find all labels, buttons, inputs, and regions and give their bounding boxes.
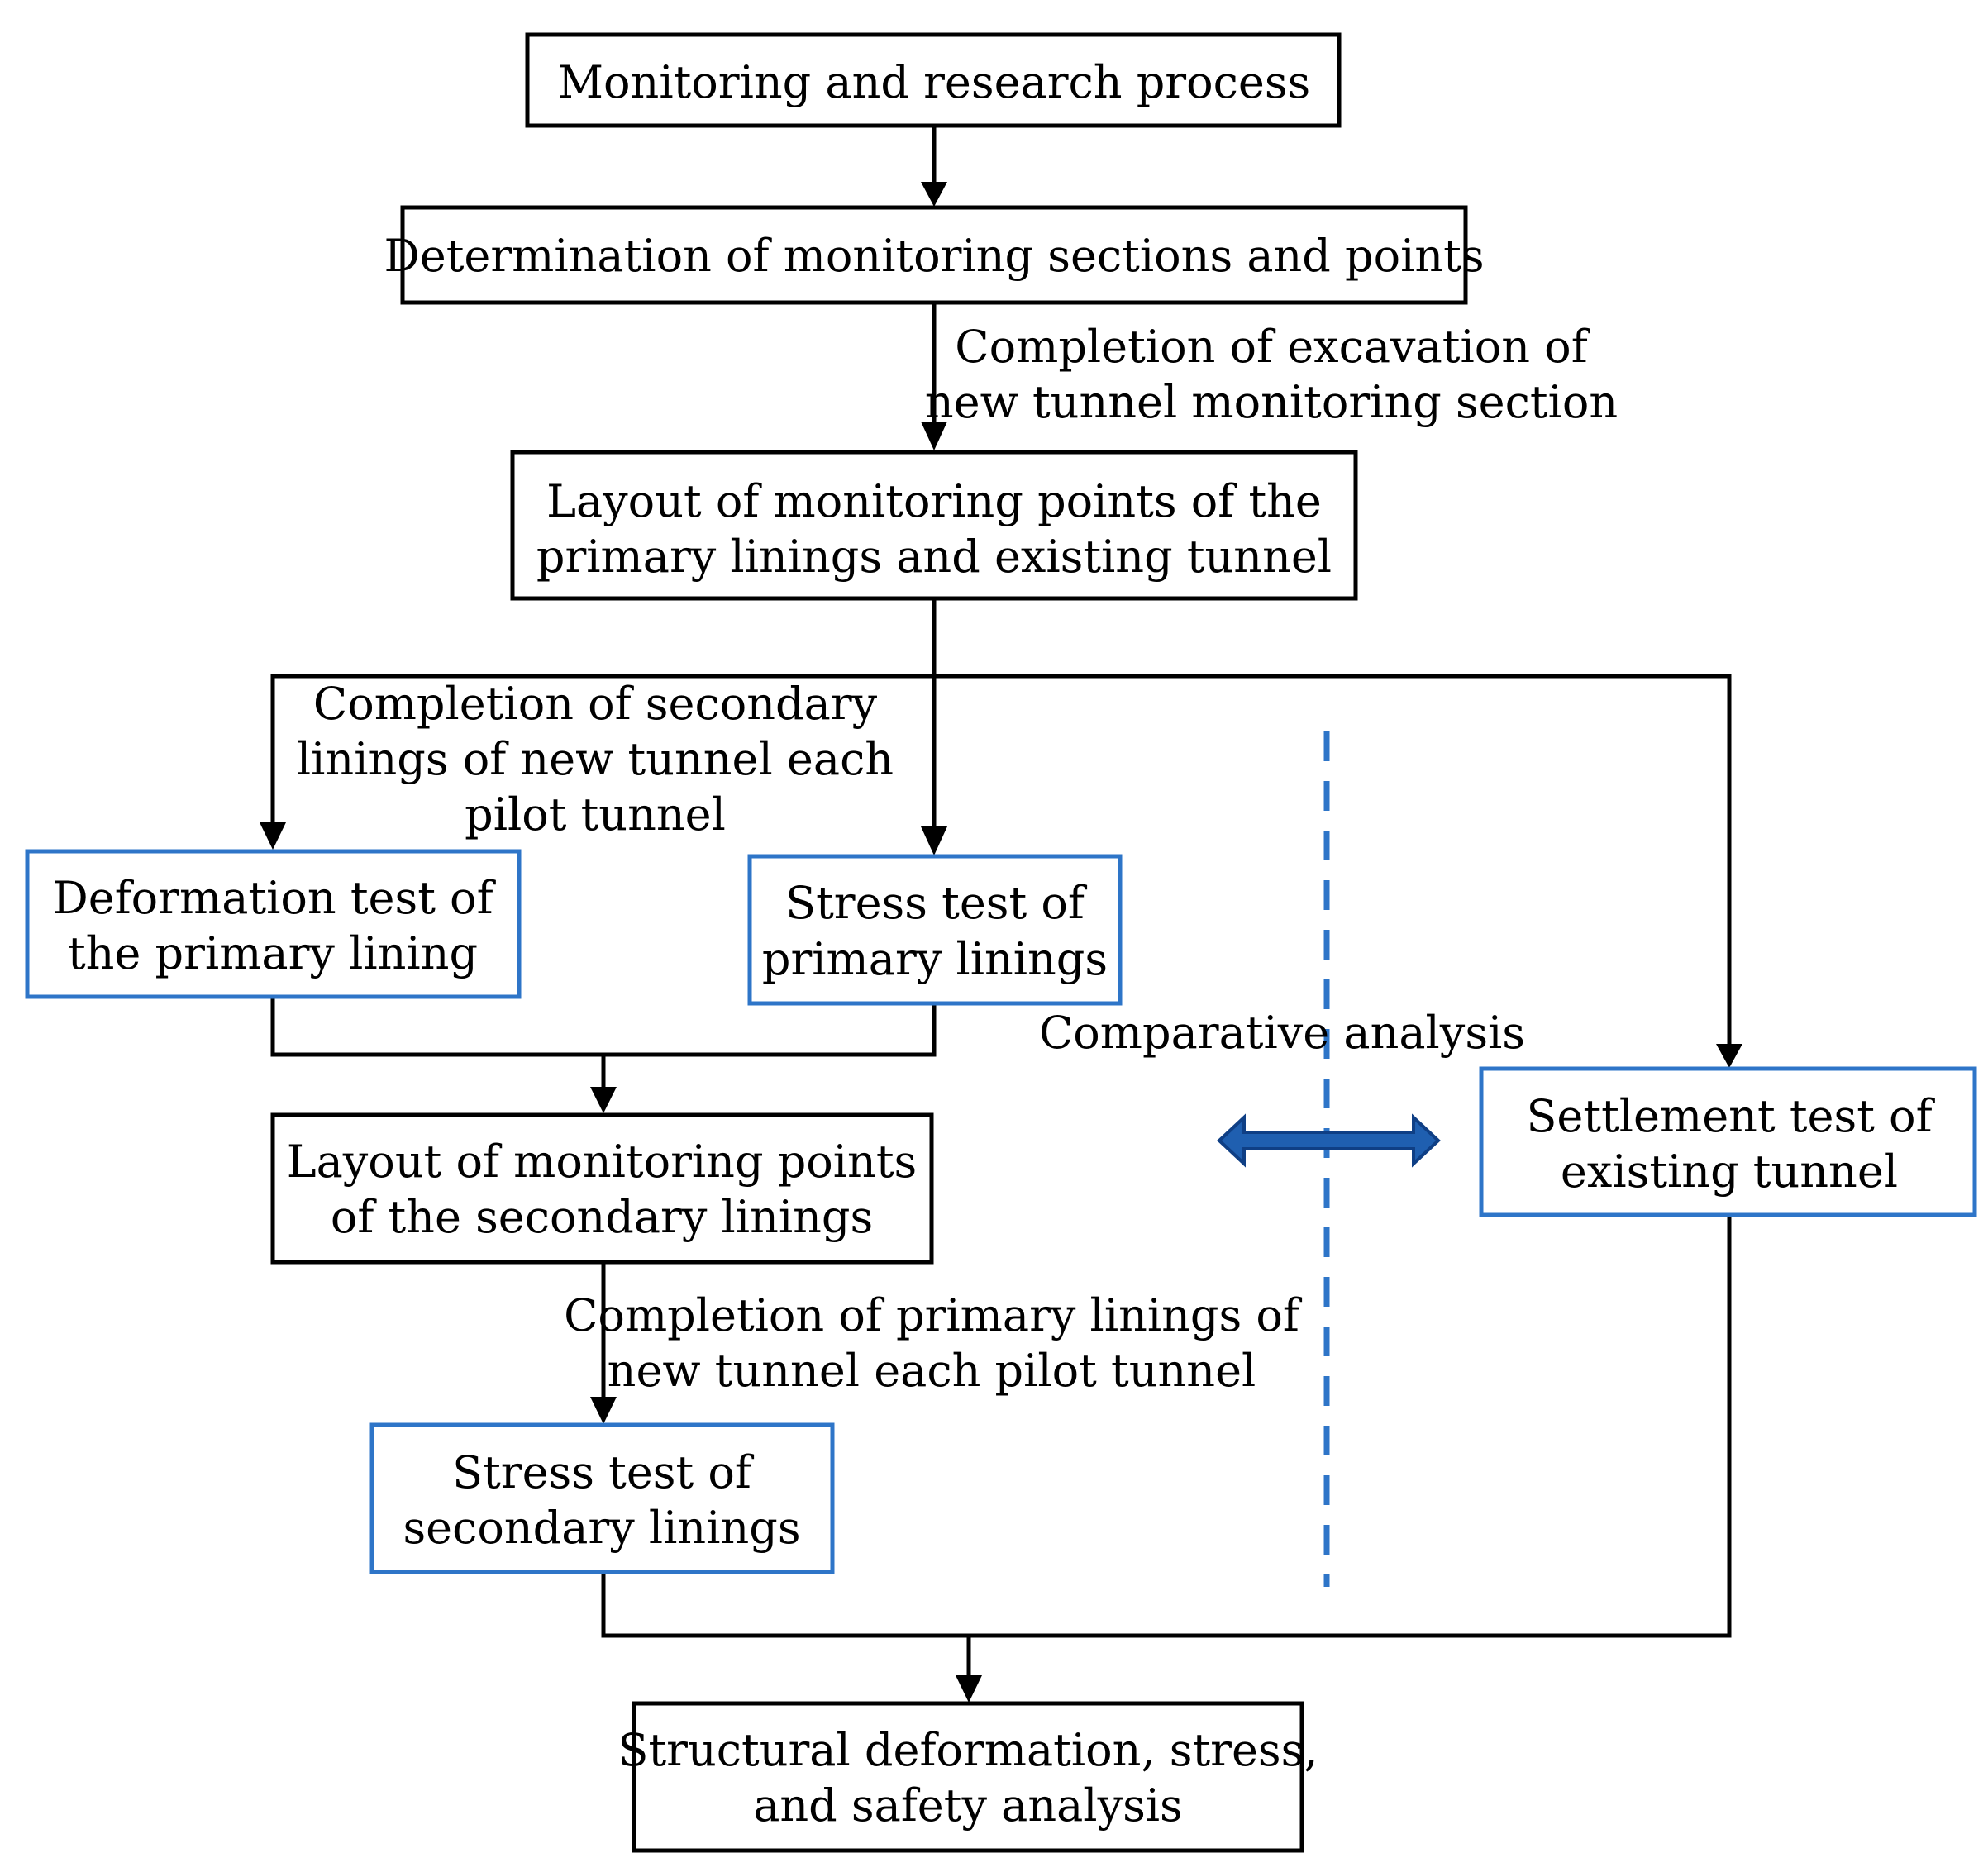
node-label-line-2: primary linings — [762, 933, 1108, 985]
node-label-line-2: of the secondary linings — [331, 1191, 873, 1243]
node-label: Monitoring and research process — [558, 56, 1311, 108]
node-layout-primary: Layout of monitoring points of the prima… — [510, 450, 1358, 601]
arrowhead-settlement — [1716, 1044, 1742, 1068]
node-structural-analysis: Structural deformation, stress, and safe… — [617, 1701, 1318, 1853]
arrowhead-structural-analysis — [956, 1675, 982, 1703]
arrowhead-layout-secondary — [590, 1087, 617, 1113]
arrowhead-stress-primary — [921, 826, 947, 855]
edge-label-line-1: Completion of secondary — [313, 678, 878, 730]
comparative-analysis-label: Comparative analysis — [1039, 1007, 1525, 1059]
edge-label-line-3: pilot tunnel — [465, 788, 726, 841]
node-monitoring-process: Monitoring and research process — [525, 32, 1342, 128]
edge-label-excavation: Completion of excavation of new tunnel m… — [925, 321, 1618, 428]
node-label-line-1: Deformation test of — [52, 872, 496, 924]
edge-branch-to-settlement — [934, 674, 1732, 1048]
node-label-line-1: Layout of monitoring points — [287, 1136, 918, 1188]
edges — [270, 126, 1732, 1679]
node-label-line-2: the primary lining — [68, 927, 478, 979]
edge-label-line-1: Completion of primary linings of — [564, 1289, 1303, 1341]
arrowhead-layout-primary — [921, 422, 947, 450]
edge-label-primary-completion: Completion of primary linings of new tun… — [564, 1289, 1303, 1397]
node-label-line-1: Settlement test of — [1526, 1090, 1935, 1142]
edge-label-line-2: new tunnel monitoring section — [925, 376, 1618, 428]
edge-label-line-2: linings of new tunnel each — [297, 733, 894, 785]
edge-label-line-1: Completion of excavation of — [955, 321, 1590, 373]
node-stress-secondary: Stress test of secondary linings — [369, 1422, 835, 1574]
node-label-line-2: secondary linings — [403, 1502, 800, 1554]
node-label-line-1: Structural deformation, stress, — [617, 1724, 1318, 1776]
arrowheads — [260, 182, 1742, 1703]
node-settlement-test: Settlement test of existing tunnel — [1479, 1066, 1977, 1217]
node-label-line-1: Stress test of — [452, 1446, 755, 1498]
arrowhead-deformation — [260, 822, 286, 850]
edge-branch-to-deformation — [270, 674, 934, 826]
double-arrow-icon — [1217, 1113, 1441, 1168]
node-label: Determination of monitoring sections and… — [384, 230, 1484, 282]
node-label-line-2: and safety analysis — [753, 1779, 1183, 1832]
edge-label-secondary-completion: Completion of secondary linings of new t… — [297, 678, 894, 841]
node-label-line-2: existing tunnel — [1561, 1146, 1898, 1198]
arrowhead-stress-secondary — [590, 1397, 617, 1424]
arrowhead-determination — [921, 182, 947, 207]
node-layout-secondary: Layout of monitoring points of the secon… — [270, 1112, 934, 1265]
node-determination: Determination of monitoring sections and… — [384, 205, 1485, 305]
node-label-line-1: Stress test of — [785, 877, 1088, 929]
node-deformation-test: Deformation test of the primary lining — [25, 849, 522, 999]
edge-label-comparative: Comparative analysis — [1039, 1007, 1525, 1059]
edge-label-line-2: new tunnel each pilot tunnel — [608, 1345, 1256, 1397]
edge-final-merge — [601, 1215, 1732, 1638]
node-stress-primary: Stress test of primary linings — [747, 854, 1123, 1006]
node-label-line-2: primary linings and existing tunnel — [536, 531, 1332, 583]
node-label-line-1: Layout of monitoring points of the — [546, 475, 1322, 527]
